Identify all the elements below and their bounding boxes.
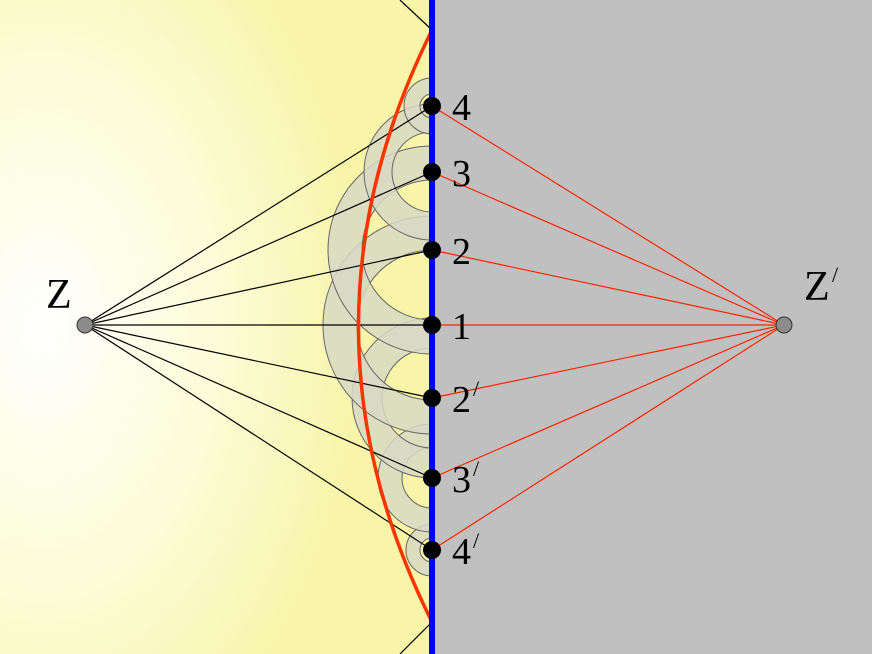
point-label-mark-2p: /	[473, 376, 480, 401]
boundary-line-bottom	[399, 621, 433, 654]
point-dot-2	[423, 241, 441, 259]
point-label-mark-3p: /	[473, 456, 480, 481]
source-label: Z	[46, 272, 72, 318]
reflecting-medium	[432, 0, 872, 654]
point-label-4p: 4	[452, 531, 471, 573]
wavelet-group	[322, 77, 433, 577]
image-label: Z	[804, 264, 830, 310]
reflected-ray-4p	[431, 324, 785, 551]
source-point	[76, 316, 94, 334]
wavelet-2	[327, 145, 433, 355]
reflection-points	[423, 97, 441, 559]
boundary-line-top	[399, 0, 433, 31]
reflected-ray-4	[431, 105, 785, 326]
wavelet-2p	[351, 317, 433, 479]
reflected-wavefront	[356, 29, 434, 623]
reflected-ray-2p	[431, 324, 785, 399]
incident-ray-4	[84, 105, 433, 326]
point-dot-4	[423, 97, 441, 115]
incident-rays	[84, 105, 433, 551]
reflected-ray-2	[431, 249, 785, 326]
point-label-3p: 3	[452, 459, 471, 501]
point-dot-3p	[423, 469, 441, 487]
incident-ray-2p	[84, 324, 433, 399]
point-dot-3	[423, 163, 441, 181]
point-label-4: 4	[452, 87, 471, 129]
point-label-mark-4p: /	[473, 528, 480, 553]
wavelet-4	[403, 77, 433, 135]
point-label-1: 1	[452, 306, 471, 348]
incident-ray-2	[84, 249, 433, 326]
point-dot-1	[423, 316, 441, 334]
incident-ray-4p	[84, 324, 433, 551]
image-point	[775, 316, 793, 334]
reflected-rays	[431, 105, 785, 551]
point-dot-2p	[423, 389, 441, 407]
incident-ray-3p	[84, 324, 433, 479]
point-label-3: 3	[452, 153, 471, 195]
reflected-ray-3	[431, 171, 785, 326]
reflected-ray-3p	[431, 324, 785, 479]
point-label-2: 2	[452, 231, 471, 273]
image-label-mark: /	[832, 262, 839, 287]
point-label-2p: 2	[452, 379, 471, 421]
point-dot-4p	[423, 541, 441, 559]
